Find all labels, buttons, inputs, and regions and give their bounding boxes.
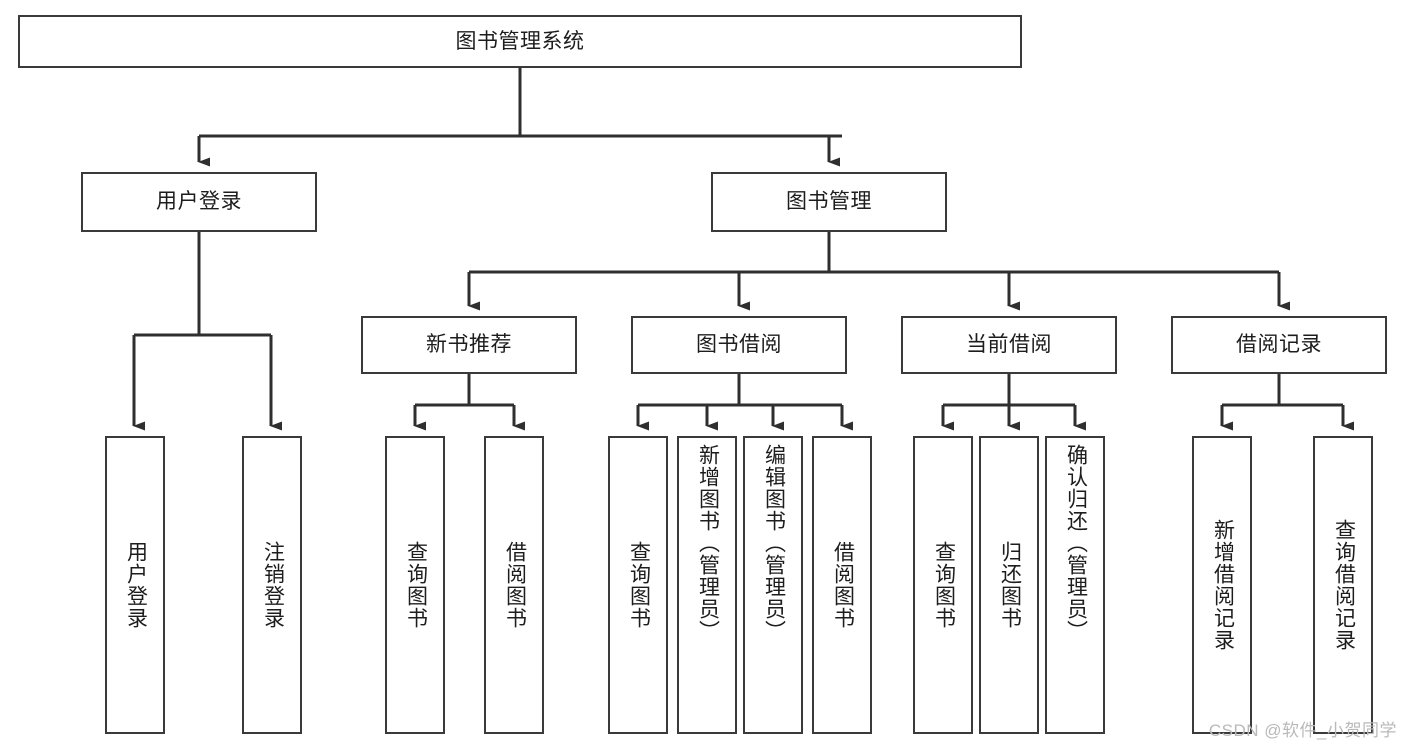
node-leaf-add-book[interactable]: 新增图书（管理员）	[677, 436, 737, 734]
node-leaf-borrow-book-1[interactable]: 借阅图书	[484, 436, 544, 734]
node-leaf-query-book-3[interactable]: 查询图书	[913, 436, 973, 734]
node-leaf-return-book-label: 归还图书	[998, 541, 1022, 629]
node-leaf-query-book-2-label: 查询图书	[627, 541, 651, 629]
node-borrow-record-label: 借阅记录	[1236, 333, 1322, 357]
node-leaf-return-book[interactable]: 归还图书	[979, 436, 1039, 734]
node-new-book-recommend[interactable]: 新书推荐	[361, 316, 577, 374]
node-leaf-borrow-book-2-label: 借阅图书	[831, 541, 855, 629]
node-borrow-record[interactable]: 借阅记录	[1171, 316, 1387, 374]
node-leaf-query-book-2[interactable]: 查询图书	[608, 436, 668, 734]
node-leaf-borrow-book-1-label: 借阅图书	[503, 541, 527, 629]
node-leaf-user-login-label: 用户登录	[124, 541, 148, 629]
node-current-borrow-label: 当前借阅	[966, 333, 1052, 357]
node-user-login[interactable]: 用户登录	[81, 172, 317, 232]
watermark: CSDN @软件_小贺同学	[1208, 721, 1397, 740]
node-root-label: 图书管理系统	[455, 29, 585, 53]
node-leaf-edit-book[interactable]: 编辑图书（管理员）	[743, 436, 803, 734]
node-leaf-query-borrow-record[interactable]: 查询借阅记录	[1313, 436, 1373, 734]
node-leaf-user-login[interactable]: 用户登录	[105, 436, 165, 734]
node-leaf-add-borrow-record-label: 新增借阅记录	[1211, 519, 1235, 651]
node-leaf-query-book-3-label: 查询图书	[932, 541, 956, 629]
node-user-login-label: 用户登录	[156, 190, 242, 214]
node-leaf-confirm-return-label: 确认归还（管理员）	[1064, 444, 1088, 642]
node-leaf-logout-login-label: 注销登录	[261, 541, 285, 629]
node-leaf-add-book-label: 新增图书（管理员）	[696, 444, 720, 642]
node-root[interactable]: 图书管理系统	[18, 15, 1022, 68]
node-new-book-recommend-label: 新书推荐	[426, 333, 512, 357]
node-leaf-edit-book-label: 编辑图书（管理员）	[762, 444, 786, 642]
node-book-borrow-label: 图书借阅	[696, 333, 782, 357]
node-book-management-label: 图书管理	[786, 190, 872, 214]
node-current-borrow[interactable]: 当前借阅	[901, 316, 1117, 374]
node-leaf-logout-login[interactable]: 注销登录	[242, 436, 302, 734]
node-leaf-query-borrow-record-label: 查询借阅记录	[1332, 519, 1356, 651]
node-leaf-add-borrow-record[interactable]: 新增借阅记录	[1192, 436, 1252, 734]
node-leaf-confirm-return[interactable]: 确认归还（管理员）	[1045, 436, 1105, 734]
node-book-borrow[interactable]: 图书借阅	[631, 316, 847, 374]
node-leaf-query-book-1-label: 查询图书	[404, 541, 428, 629]
node-leaf-query-book-1[interactable]: 查询图书	[385, 436, 445, 734]
node-leaf-borrow-book-2[interactable]: 借阅图书	[812, 436, 872, 734]
node-book-management[interactable]: 图书管理	[711, 172, 947, 232]
